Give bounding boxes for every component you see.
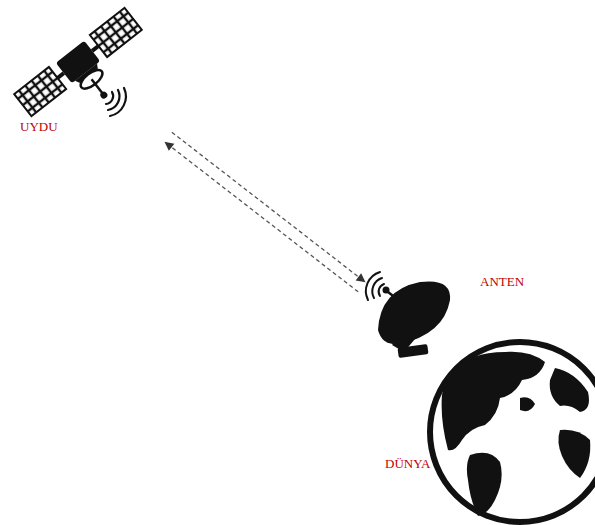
part-label: DÜNYA <box>385 457 431 471</box>
arrow-head <box>164 142 174 151</box>
signal-arrow <box>164 142 358 292</box>
earth-globe <box>430 342 595 522</box>
dashed-line <box>164 142 358 292</box>
signal-waves <box>366 272 384 300</box>
dish-antenna <box>378 281 450 358</box>
signal-waves <box>106 88 126 116</box>
antenna-node: ANTEN <box>365 275 450 370</box>
part-label: UYDU <box>20 120 58 134</box>
satellite-node: UYDU <box>5 5 165 140</box>
arrow-head <box>356 273 366 282</box>
dashed-line <box>172 132 366 282</box>
signal-arrow <box>172 132 366 282</box>
part-label: ANTEN <box>480 275 524 289</box>
earth-node: DÜNYA <box>425 340 595 525</box>
satellite-icon <box>14 8 161 141</box>
